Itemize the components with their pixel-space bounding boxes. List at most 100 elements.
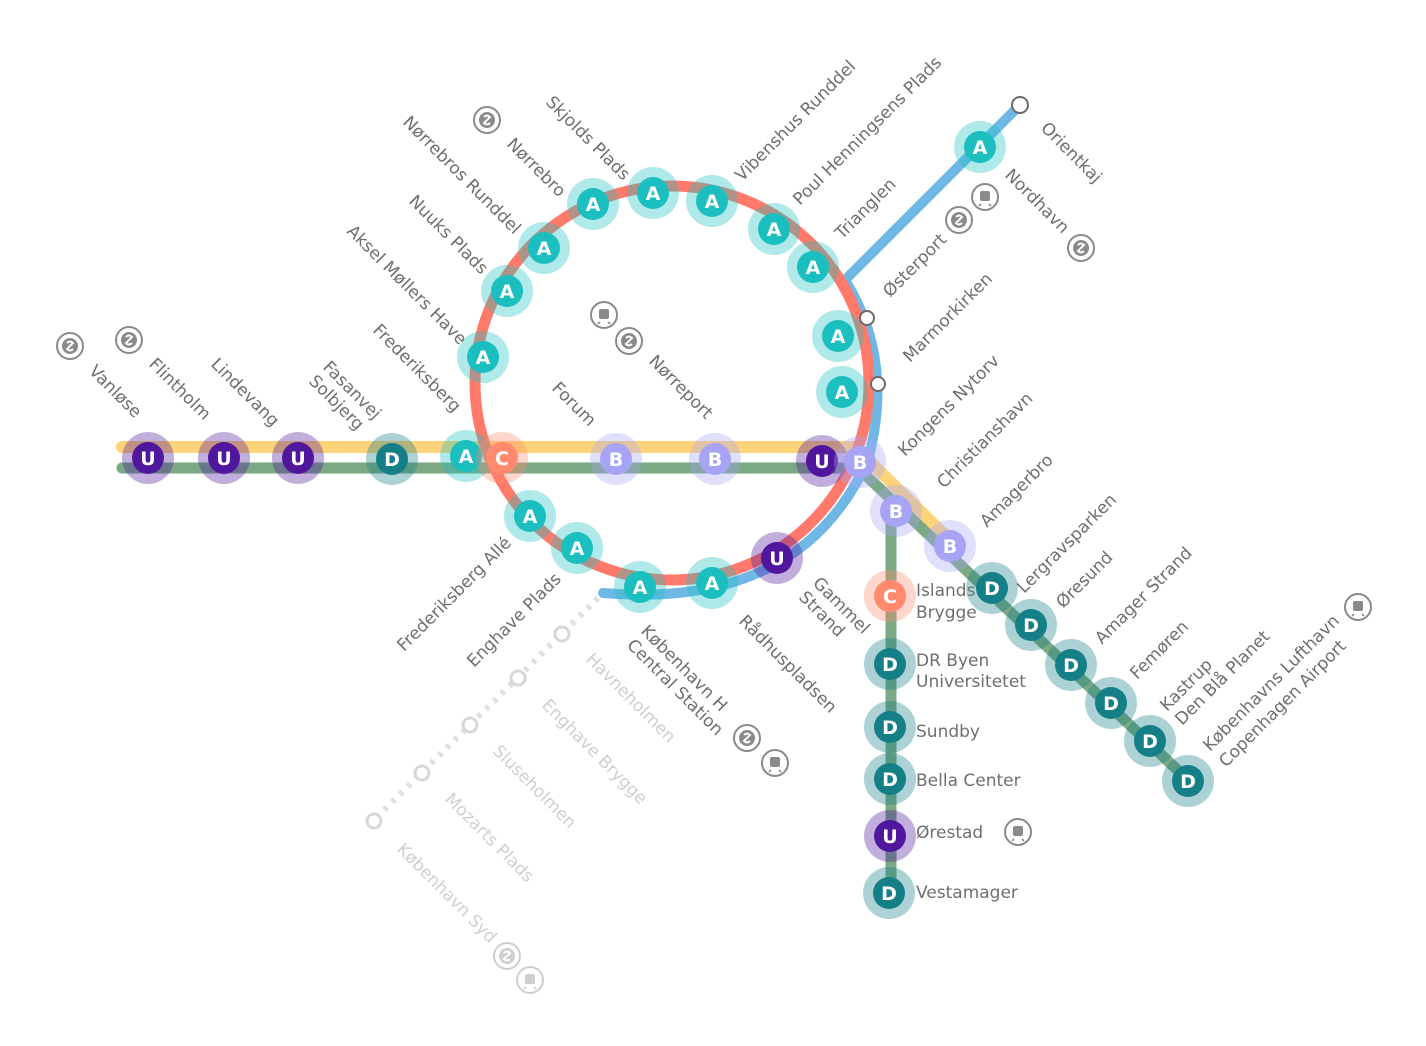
badge-a-letter: A <box>705 191 720 213</box>
badge-u-letter: U <box>140 448 155 470</box>
label-nordhavn: Nordhavn <box>1000 165 1073 238</box>
future-line-faint <box>365 595 601 830</box>
badge-u-letter: U <box>216 448 231 470</box>
badge-a[interactable]: A <box>812 310 864 362</box>
badge-a-letter: A <box>646 183 661 205</box>
badge-a[interactable]: A <box>440 430 492 482</box>
badge-a-letter: A <box>476 347 491 369</box>
label-poul: Poul Henningsens Plads <box>789 53 946 210</box>
label-orestad: Ørestad <box>916 823 983 843</box>
label-norreport: Nørreport <box>644 351 716 423</box>
stop-orientkaj[interactable] <box>1011 96 1029 114</box>
badge-a-letter: A <box>500 281 515 303</box>
badge-d[interactable]: D <box>1005 599 1057 651</box>
badge-u[interactable]: U <box>751 532 803 584</box>
regional-train-icon <box>590 301 618 329</box>
badge-u-letter: U <box>814 451 829 473</box>
badge-d-letter: D <box>1023 615 1039 637</box>
badge-b-letter: B <box>609 449 623 471</box>
badge-a[interactable]: A <box>481 265 533 317</box>
badges-b: B B B B B <box>590 433 976 572</box>
badge-c-letter: C <box>495 448 509 470</box>
badge-a[interactable]: A <box>457 331 509 383</box>
badge-d[interactable]: D <box>863 867 915 919</box>
label-mozarts: Mozarts Plads <box>440 789 537 886</box>
badge-a[interactable]: A <box>787 241 839 293</box>
badge-a[interactable]: A <box>954 121 1006 173</box>
badge-a-letter: A <box>633 577 648 599</box>
stop-osterport[interactable] <box>859 310 875 326</box>
badge-d-letter: D <box>1180 771 1196 793</box>
badge-a[interactable]: A <box>686 175 738 227</box>
future-stop-5 <box>365 812 383 830</box>
label-orientkaj: Orientkaj <box>1036 118 1105 187</box>
badge-d[interactable]: D <box>1045 639 1097 691</box>
badge-u[interactable]: U <box>272 432 324 484</box>
badge-b[interactable]: B <box>870 485 922 537</box>
badge-u[interactable]: U <box>796 435 848 487</box>
badge-a[interactable]: A <box>518 222 570 274</box>
badge-u[interactable]: U <box>198 432 250 484</box>
badge-a[interactable]: A <box>627 167 679 219</box>
label-lindevang: Lindevang <box>206 354 283 431</box>
label-bella: Bella Center <box>916 771 1021 791</box>
badge-d[interactable]: D <box>366 433 418 485</box>
regional-train-icon <box>1344 593 1372 621</box>
s-train-icon <box>945 206 973 234</box>
badge-u[interactable]: U <box>122 432 174 484</box>
badge-b[interactable]: B <box>689 433 741 485</box>
badge-a-letter: A <box>831 326 846 348</box>
transfer-icons <box>56 106 1372 994</box>
badge-a-letter: A <box>767 219 782 241</box>
badge-a-letter: A <box>973 137 988 159</box>
label-islands: Islands <box>916 581 976 601</box>
badge-b[interactable]: B <box>590 433 642 485</box>
regional-train-icon <box>516 966 544 994</box>
badge-d[interactable]: D <box>1162 755 1214 807</box>
s-train-icon <box>115 326 143 354</box>
label-vestamager: Vestamager <box>916 883 1018 903</box>
badge-d[interactable]: D <box>1124 715 1176 767</box>
regional-train-icon <box>971 183 999 211</box>
badge-d-letter: D <box>984 578 1000 600</box>
badge-d[interactable]: D <box>864 701 916 753</box>
badge-c[interactable]: C <box>864 570 916 622</box>
label-brygge: Brygge <box>916 603 977 623</box>
badge-a[interactable]: A <box>748 203 800 255</box>
badge-d[interactable]: D <box>1085 677 1137 729</box>
badge-a[interactable]: A <box>567 178 619 230</box>
label-skjolds: Skjolds Plads <box>541 92 633 184</box>
stop-marmorkirken[interactable] <box>870 376 886 392</box>
badge-a[interactable]: A <box>614 561 666 613</box>
badge-a-letter: A <box>459 446 474 468</box>
badge-a-letter: A <box>586 194 601 216</box>
badge-a[interactable]: A <box>816 366 868 418</box>
badge-u[interactable]: U <box>864 810 916 862</box>
label-forum: Forum <box>547 378 599 430</box>
badges-u: U U U U U U <box>122 432 916 862</box>
badge-a-letter: A <box>523 506 538 528</box>
badge-d[interactable]: D <box>864 638 916 690</box>
badge-a-letter: A <box>835 382 850 404</box>
badge-d-letter: D <box>1142 731 1158 753</box>
badge-d-letter: D <box>882 654 898 676</box>
badge-a[interactable]: A <box>504 490 556 542</box>
badge-b-letter: B <box>943 536 957 558</box>
future-stop-3 <box>461 716 479 734</box>
badge-d[interactable]: D <box>966 562 1018 614</box>
s-train-icon <box>733 724 761 752</box>
label-lergravsparken: Lergravsparken <box>1013 490 1121 598</box>
label-norrebro: Nørrebro <box>502 134 569 201</box>
s-train-icon <box>56 332 84 360</box>
badge-u-letter: U <box>882 826 897 848</box>
badge-d[interactable]: D <box>864 753 916 805</box>
s-train-icon <box>1067 234 1095 262</box>
label-universitetet: Universitetet <box>916 672 1026 692</box>
badge-b[interactable]: B <box>834 436 886 488</box>
badge-a[interactable]: A <box>551 522 603 574</box>
badge-u-letter: U <box>290 448 305 470</box>
badge-a[interactable]: A <box>686 557 738 609</box>
badge-c-letter: C <box>883 586 897 608</box>
badge-c[interactable]: C <box>476 432 528 484</box>
badge-b[interactable]: B <box>924 520 976 572</box>
